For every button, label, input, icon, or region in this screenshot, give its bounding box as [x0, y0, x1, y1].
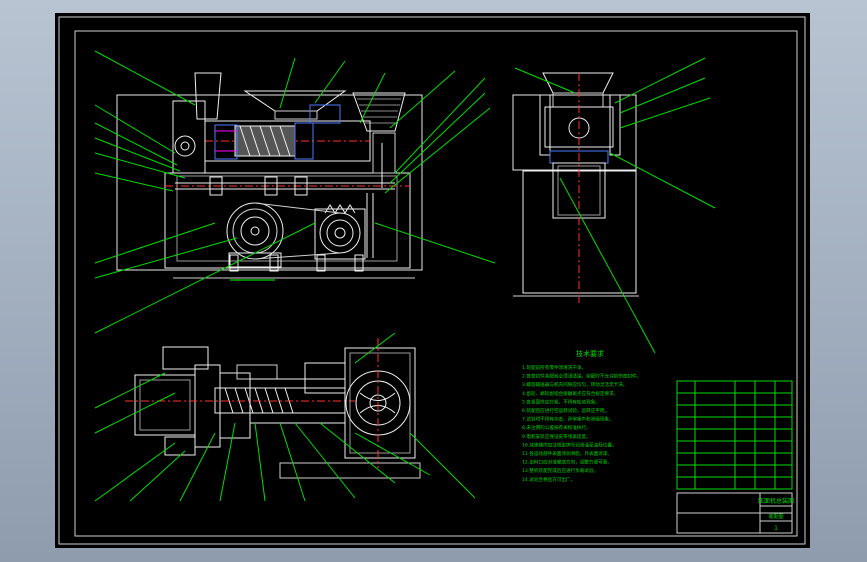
note-line: 3.螺旋输送器与机壳间隙应均匀，转动灵活无卡滞。 [522, 381, 627, 388]
note-line: 2.各密封件装配前必须浸透油，装配时不允许损伤密封件。 [522, 373, 641, 380]
note-line: 12.出料口应对准输送方向，调整方便可靠。 [522, 459, 612, 466]
note-line: 6.装配后应进行空运转试验，运转应平稳。 [522, 407, 609, 414]
drawing-canvas[interactable]: 压面机总装图 装配图 1 技术要求 1.装配前所有零件须清洗干净。 2.各密封件装… [55, 13, 810, 548]
top-view [125, 338, 421, 479]
note-line: 4.齿轮、蜗轮副啮合接触斑点应符合规定要求。 [522, 390, 618, 397]
drawing-subtitle: 装配图 [768, 513, 783, 520]
note-line: 1.装配前所有零件须清洗干净。 [522, 364, 586, 371]
inner-frame [74, 30, 798, 537]
note-line: 7.试验时不得有冲击、异常噪声和渗漏现象。 [522, 416, 614, 423]
assembly-drawing-svg: 压面机总装图 装配图 1 技术要求 1.装配前所有零件须清洗干净。 2.各密封件装… [58, 16, 806, 545]
sheet-number: 1 [774, 525, 778, 532]
note-line: 9.电机安装应保证皮带张紧适度。 [522, 433, 591, 440]
note-line: 13.整机装配完成后应进行负载试验。 [522, 467, 598, 474]
note-line: 5.各紧固件应拧紧，不得有松动现象。 [522, 398, 600, 405]
notes-heading: 技术要求 [576, 349, 604, 358]
technical-notes: 技术要求 1.装配前所有零件须清洗干净。 2.各密封件装配前必须浸透油，装配时不允… [522, 349, 641, 483]
note-line: 10.减速器内加注规定牌号润滑油至油标位置。 [522, 441, 617, 448]
side-view [512, 72, 639, 303]
drawing-title: 压面机总装图 [758, 497, 794, 505]
note-line: 11.各运动部件表面涂润滑脂，外表面涂漆。 [522, 450, 612, 457]
leader-lines [94, 50, 716, 502]
outer-frame [58, 16, 806, 545]
front-view [116, 72, 423, 281]
note-line: 8.未注明的公差按有关标准执行。 [522, 424, 591, 431]
title-block [676, 380, 793, 534]
note-line: 14.试验合格后方可出厂。 [522, 476, 575, 483]
